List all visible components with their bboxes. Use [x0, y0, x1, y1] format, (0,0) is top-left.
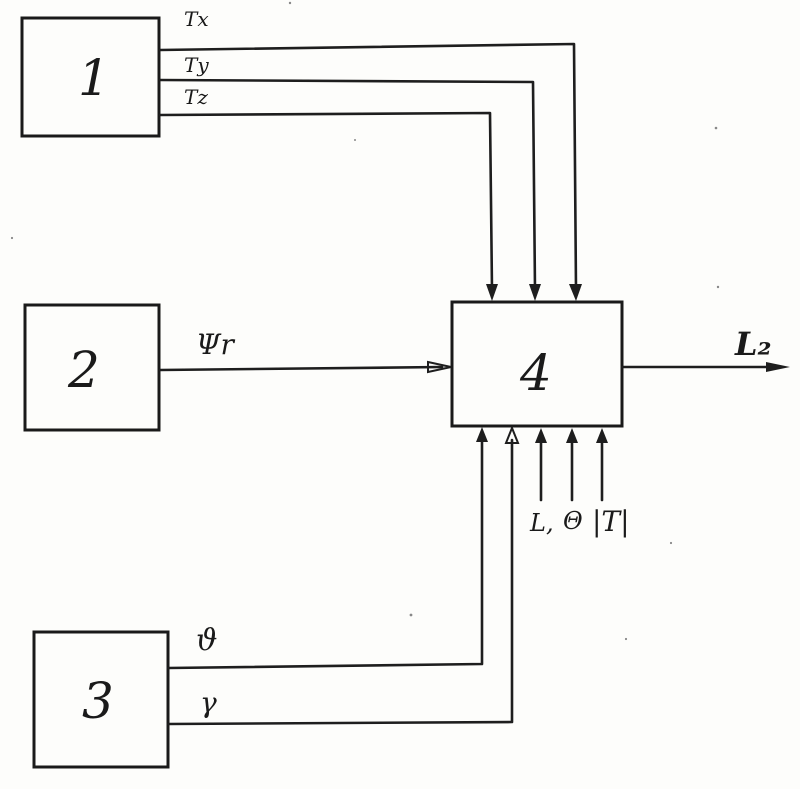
arrow-tx — [569, 284, 582, 301]
arrow-l-input — [535, 428, 547, 443]
arrow-output — [766, 362, 790, 372]
scan-speck — [11, 237, 13, 239]
label-gamma: γ — [200, 686, 217, 719]
arrow-ty — [529, 284, 541, 301]
block-4-label: 4 — [519, 344, 552, 402]
label-psi: Ψr — [196, 328, 236, 361]
arrow-t-input — [596, 428, 608, 443]
block-3-label: 3 — [82, 672, 114, 730]
wire-psi — [160, 367, 442, 370]
label-output: L₂ — [734, 325, 772, 363]
label-l-input: L, — [529, 509, 554, 537]
block-2-label: 2 — [67, 341, 100, 399]
scan-speck — [715, 127, 718, 130]
label-theta-input: Θ — [563, 507, 583, 535]
scan-speck — [625, 638, 627, 640]
label-tx: Tx — [184, 7, 209, 31]
wire-ty — [160, 80, 535, 290]
scan-speck — [670, 542, 672, 544]
arrow-tz — [486, 284, 498, 301]
label-tz: Tz — [184, 85, 208, 109]
wire-tz — [160, 113, 492, 290]
arrow-theta-input — [566, 428, 578, 443]
scan-speck — [717, 286, 719, 288]
scan-speck — [410, 614, 413, 617]
arrow-theta — [476, 427, 488, 442]
label-ty: Ty — [184, 53, 209, 77]
label-theta: ϑ — [196, 623, 217, 658]
block-1-label: 1 — [78, 49, 110, 107]
wire-gamma — [168, 440, 512, 724]
scan-speck — [354, 139, 356, 141]
label-t-input: |T| — [592, 505, 630, 538]
scan-speck — [289, 2, 291, 4]
